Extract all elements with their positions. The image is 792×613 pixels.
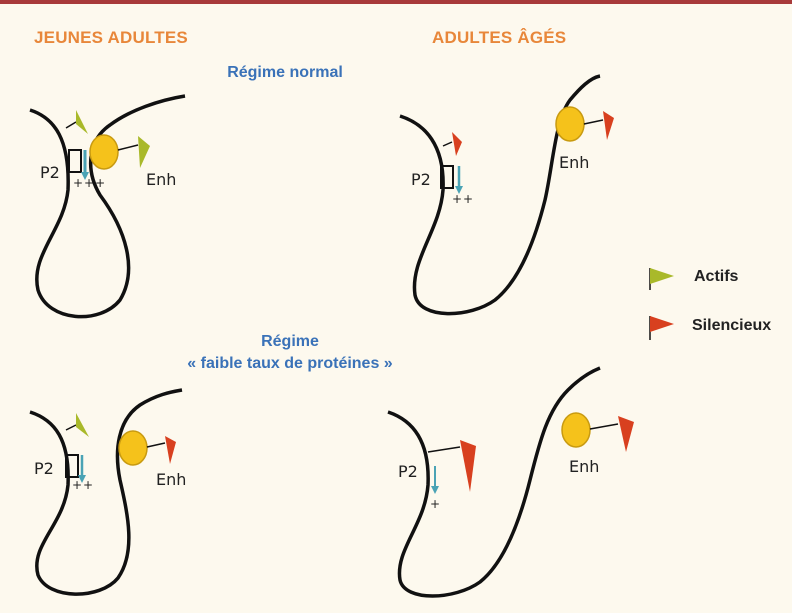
- legend-silent-label: Silencieux: [692, 317, 772, 334]
- regime-low-protein-line2: « faible taux de protéines »: [187, 355, 393, 372]
- expression-level: +: [430, 497, 442, 511]
- dna-strand: [29, 94, 186, 319]
- enhancer-label: Enh: [559, 153, 590, 172]
- regime-low-protein-line1: Régime: [261, 333, 319, 350]
- enhancer-label: Enh: [156, 470, 187, 489]
- enhancer-circle: [555, 106, 585, 142]
- promoter-box: [440, 165, 454, 189]
- enhancer-circle: [89, 134, 119, 170]
- enhancer-label: Enh: [146, 170, 177, 189]
- regime-low-protein-title: Régime « faible taux de protéines »: [120, 333, 460, 373]
- expression-level: ++: [452, 192, 475, 206]
- heading-young-adults: JEUNES ADULTES: [34, 28, 188, 47]
- panel-old-normal: [399, 74, 614, 316]
- panel-young-normal: [29, 94, 186, 319]
- panel-young-low-protein: [29, 388, 183, 596]
- promoter-flag-silent: [442, 132, 462, 156]
- legend-active-flag: [649, 268, 674, 290]
- enhancer-flag-silent: [146, 436, 176, 464]
- promoter-flag-active: [65, 413, 89, 437]
- enhancer-circle: [561, 412, 591, 448]
- enhancer-flag-silent: [589, 416, 634, 452]
- promoter-label: P2: [398, 462, 418, 481]
- promoter-box: [68, 149, 82, 173]
- enhancer-label: Enh: [569, 457, 600, 476]
- promoter-flag-silent: [427, 440, 476, 492]
- expression-level: +++: [73, 176, 107, 190]
- enhancer-flag-active: [117, 136, 150, 168]
- panel-old-low-protein: [387, 366, 634, 598]
- heading-old-adults: ADULTES ÂGÉS: [432, 28, 567, 47]
- legend: [649, 268, 674, 340]
- promoter-label: P2: [34, 459, 54, 478]
- regime-normal-title: Régime normal: [227, 64, 343, 81]
- legend-silent-flag: [649, 316, 674, 340]
- enhancer-flag-silent: [583, 111, 614, 140]
- dna-strand: [387, 366, 601, 598]
- promoter-flag-active: [65, 110, 88, 134]
- promoter-box: [65, 454, 79, 478]
- dna-strand: [29, 388, 183, 596]
- expression-level: ++: [72, 478, 95, 492]
- promoter-label: P2: [40, 163, 60, 182]
- enhancer-circle: [118, 430, 148, 466]
- promoter-label: P2: [411, 170, 431, 189]
- legend-active-label: Actifs: [694, 268, 739, 285]
- top-accent-bar: [0, 0, 792, 4]
